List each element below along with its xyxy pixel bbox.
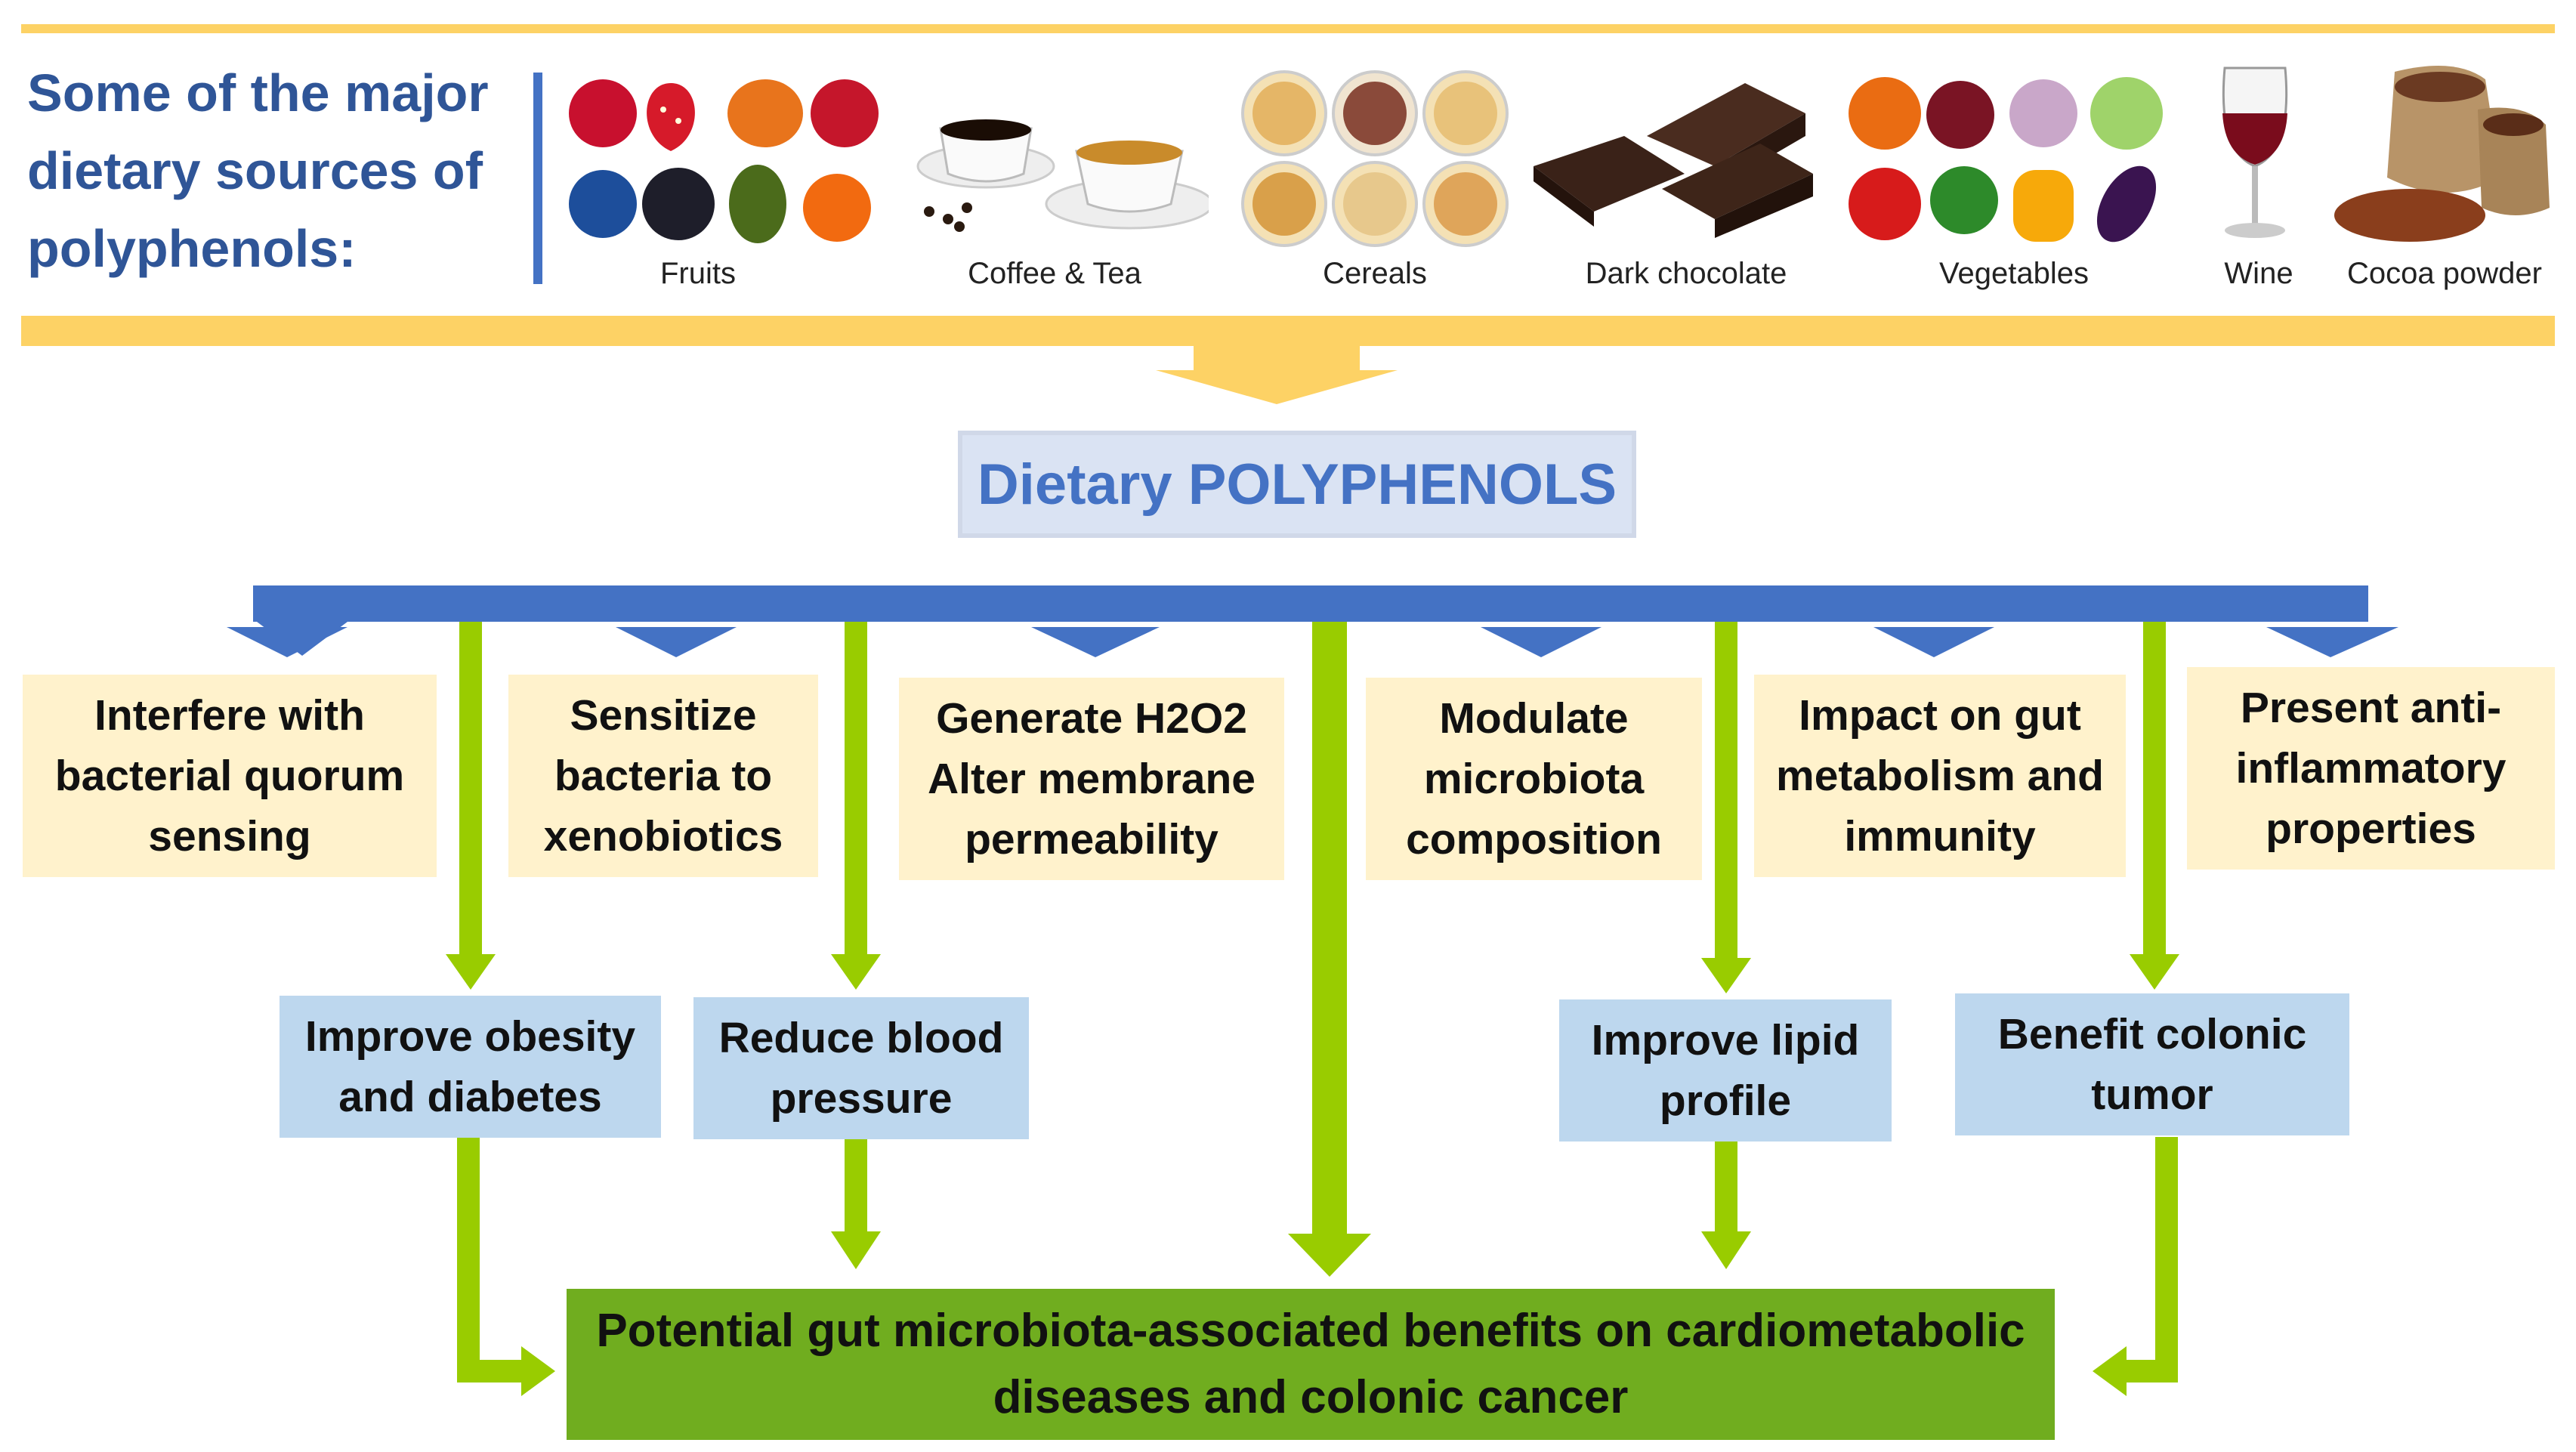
mechanism-text: Generate H2O2 Alter membrane permeabilit… [928, 694, 1256, 863]
blue-arrow-5 [1873, 627, 1994, 657]
mechanism-text: Impact on gut metabolism and immunity [1776, 691, 2104, 860]
blue-distribution-bar [253, 585, 2368, 622]
mechanism-box-gut-metabolism: Impact on gut metabolism and immunity [1754, 675, 2126, 877]
source-label-dark-chocolate: Dark chocolate [1585, 257, 1787, 290]
wine-glass-icon [2222, 66, 2288, 238]
green-arrow-obesity-to-outcome [521, 1346, 555, 1396]
outcome-text: Potential gut microbiota-associated bene… [596, 1305, 2025, 1423]
mechanism-box-quorum-sensing: Interfere with bacterial quorum sensing [23, 675, 437, 877]
effect-text: Benefit colonic tumor [1997, 1010, 2307, 1119]
green-arrow-lipid [1701, 958, 1751, 993]
chocolate-icon [1534, 83, 1813, 238]
mechanism-box-h2o2: Generate H2O2 Alter membrane permeabilit… [899, 678, 1284, 880]
source-label-cereals: Cereals [1323, 257, 1427, 290]
blue-arrow-6 [2266, 627, 2398, 657]
source-label-wine: Wine [2224, 257, 2293, 290]
source-label-coffee-tea: Coffee & Tea [968, 257, 1141, 290]
effect-text: Improve obesity and diabetes [304, 1012, 636, 1121]
source-label-cocoa-powder: Cocoa powder [2347, 257, 2542, 290]
outcome-box: Potential gut microbiota-associated bene… [567, 1289, 2055, 1440]
dietary-polyphenols-title: Dietary POLYPHENOLS [977, 452, 1617, 517]
effect-text: Reduce blood pressure [718, 1014, 1004, 1123]
bottom-band-line [21, 316, 2555, 346]
mechanism-box-microbiota-composition: Modulate microbiota composition [1366, 678, 1702, 880]
green-arrow-lipid-to-outcome [1701, 1231, 1751, 1269]
fruits-icon [569, 79, 879, 243]
effect-box-obesity-diabetes: Improve obesity and diabetes [280, 996, 661, 1138]
green-arrow-blood-pressure [831, 954, 881, 990]
vegetables-icon [1849, 77, 2163, 243]
yellow-down-arrow [1156, 346, 1398, 404]
top-band-line [21, 24, 2555, 33]
cocoa-powder-icon [2334, 66, 2550, 242]
green-arrow-bp-to-outcome [831, 1231, 881, 1269]
green-arrow-central [1288, 1234, 1371, 1277]
mechanism-box-xenobiotics: Sensitize bacteria to xenobiotics [508, 675, 818, 877]
effect-box-blood-pressure: Reduce blood pressure [693, 997, 1029, 1139]
green-arrow-colonic-to-outcome [2093, 1346, 2127, 1396]
effect-box-lipid-profile: Improve lipid profile [1559, 999, 1892, 1142]
intro-divider [533, 73, 542, 284]
mechanism-box-anti-inflammatory: Present anti-inflammatory properties [2187, 667, 2555, 870]
cereals-icon [1241, 70, 1509, 247]
source-label-fruits: Fruits [660, 257, 736, 290]
effect-box-colonic-tumor: Benefit colonic tumor [1955, 993, 2349, 1135]
green-arrow-colonic [2130, 954, 2179, 990]
mechanism-text: Modulate microbiota composition [1406, 694, 1662, 863]
intro-text: Some of the major dietary sources of pol… [27, 63, 489, 278]
green-arrow-obesity [446, 954, 496, 990]
mechanism-text: Sensitize bacteria to xenobiotics [543, 691, 783, 860]
dietary-polyphenols-box: Dietary POLYPHENOLS [958, 431, 1636, 538]
effect-text: Improve lipid profile [1591, 1016, 1860, 1125]
blue-arrow-2 [616, 627, 737, 657]
coffee-tea-icon [916, 119, 1209, 232]
mechanism-text: Interfere with bacterial quorum sensing [54, 691, 405, 860]
blue-arrow-3 [1031, 627, 1160, 657]
blue-arrow-4 [1481, 627, 1602, 657]
source-label-vegetables: Vegetables [1939, 257, 2089, 290]
mechanism-text: Present anti-inflammatory properties [2235, 684, 2507, 853]
